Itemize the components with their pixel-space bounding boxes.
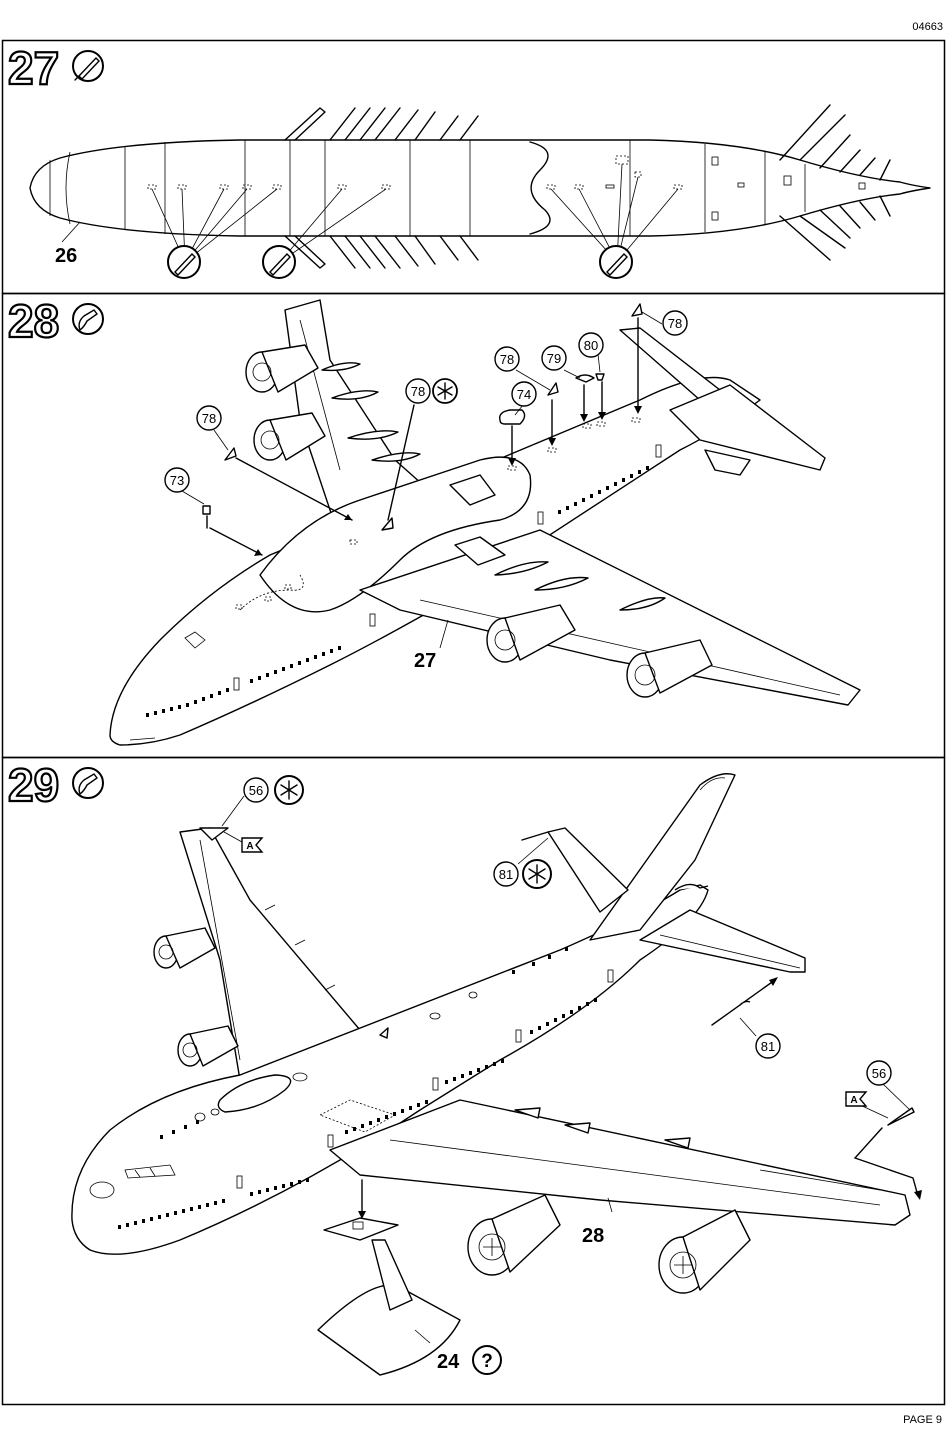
- callout-part-78: 78: [662, 310, 688, 336]
- svg-text:56: 56: [872, 1066, 886, 1081]
- step-number: 29: [8, 759, 59, 811]
- svg-text:78: 78: [202, 411, 216, 426]
- callout-part-81: 81: [755, 1033, 781, 1059]
- step-number: 28: [8, 295, 59, 347]
- callout-part-73: 73: [164, 467, 190, 493]
- glue-bottle-icon: [72, 303, 104, 335]
- step-number: 27: [8, 42, 59, 94]
- glue-tube-icon: [72, 50, 104, 82]
- callout-part-78: 78: [196, 405, 222, 431]
- page-number: PAGE 9: [903, 1414, 942, 1426]
- callout-part-79: 79: [541, 345, 567, 371]
- svg-text:78: 78: [500, 352, 514, 367]
- callout-part-74: 74: [511, 381, 537, 407]
- svg-text:74: 74: [517, 387, 531, 402]
- decal-a-tag: A: [845, 1091, 868, 1107]
- fuselage-top-view: [29, 104, 931, 279]
- airframe-assembly: [109, 299, 861, 746]
- glue-tube-icon: [599, 245, 633, 279]
- callout-part-81: 81: [493, 861, 519, 887]
- glue-tube-icon: [167, 245, 201, 279]
- callout-part-78: 78: [494, 346, 520, 372]
- svg-text:81: 81: [499, 867, 513, 882]
- complete-aircraft: [71, 773, 922, 1376]
- svg-text:81: 81: [761, 1039, 775, 1054]
- decal-a-tag: A: [241, 837, 264, 853]
- svg-text:A: A: [850, 1095, 857, 1106]
- callout-part-78: 78: [405, 378, 431, 404]
- glue-tube-icon: [262, 245, 296, 279]
- svg-text:79: 79: [547, 351, 561, 366]
- svg-text:78: 78: [668, 316, 682, 331]
- part-label: 28: [582, 1225, 604, 1247]
- optional-part-icon: ?: [472, 1345, 502, 1375]
- paint-required-icon: [432, 378, 458, 404]
- step-29-panel: [1, 756, 946, 1406]
- callout-part-56: 56: [243, 777, 269, 803]
- part-label: 26: [55, 245, 77, 267]
- svg-text:73: 73: [170, 473, 184, 488]
- svg-text:?: ?: [481, 1351, 493, 1372]
- svg-text:80: 80: [584, 338, 598, 353]
- sheet-code: 04663: [912, 21, 943, 33]
- svg-text:A: A: [246, 841, 253, 852]
- paint-required-icon: [274, 775, 304, 805]
- svg-text:78: 78: [411, 384, 425, 399]
- part-label: 24: [437, 1351, 460, 1373]
- paint-required-icon: [522, 859, 552, 889]
- callout-part-56: 56: [866, 1060, 892, 1086]
- part-label: 27: [414, 650, 436, 672]
- svg-text:56: 56: [249, 783, 263, 798]
- callout-part-80: 80: [578, 332, 604, 358]
- glue-bottle-icon: [72, 767, 104, 799]
